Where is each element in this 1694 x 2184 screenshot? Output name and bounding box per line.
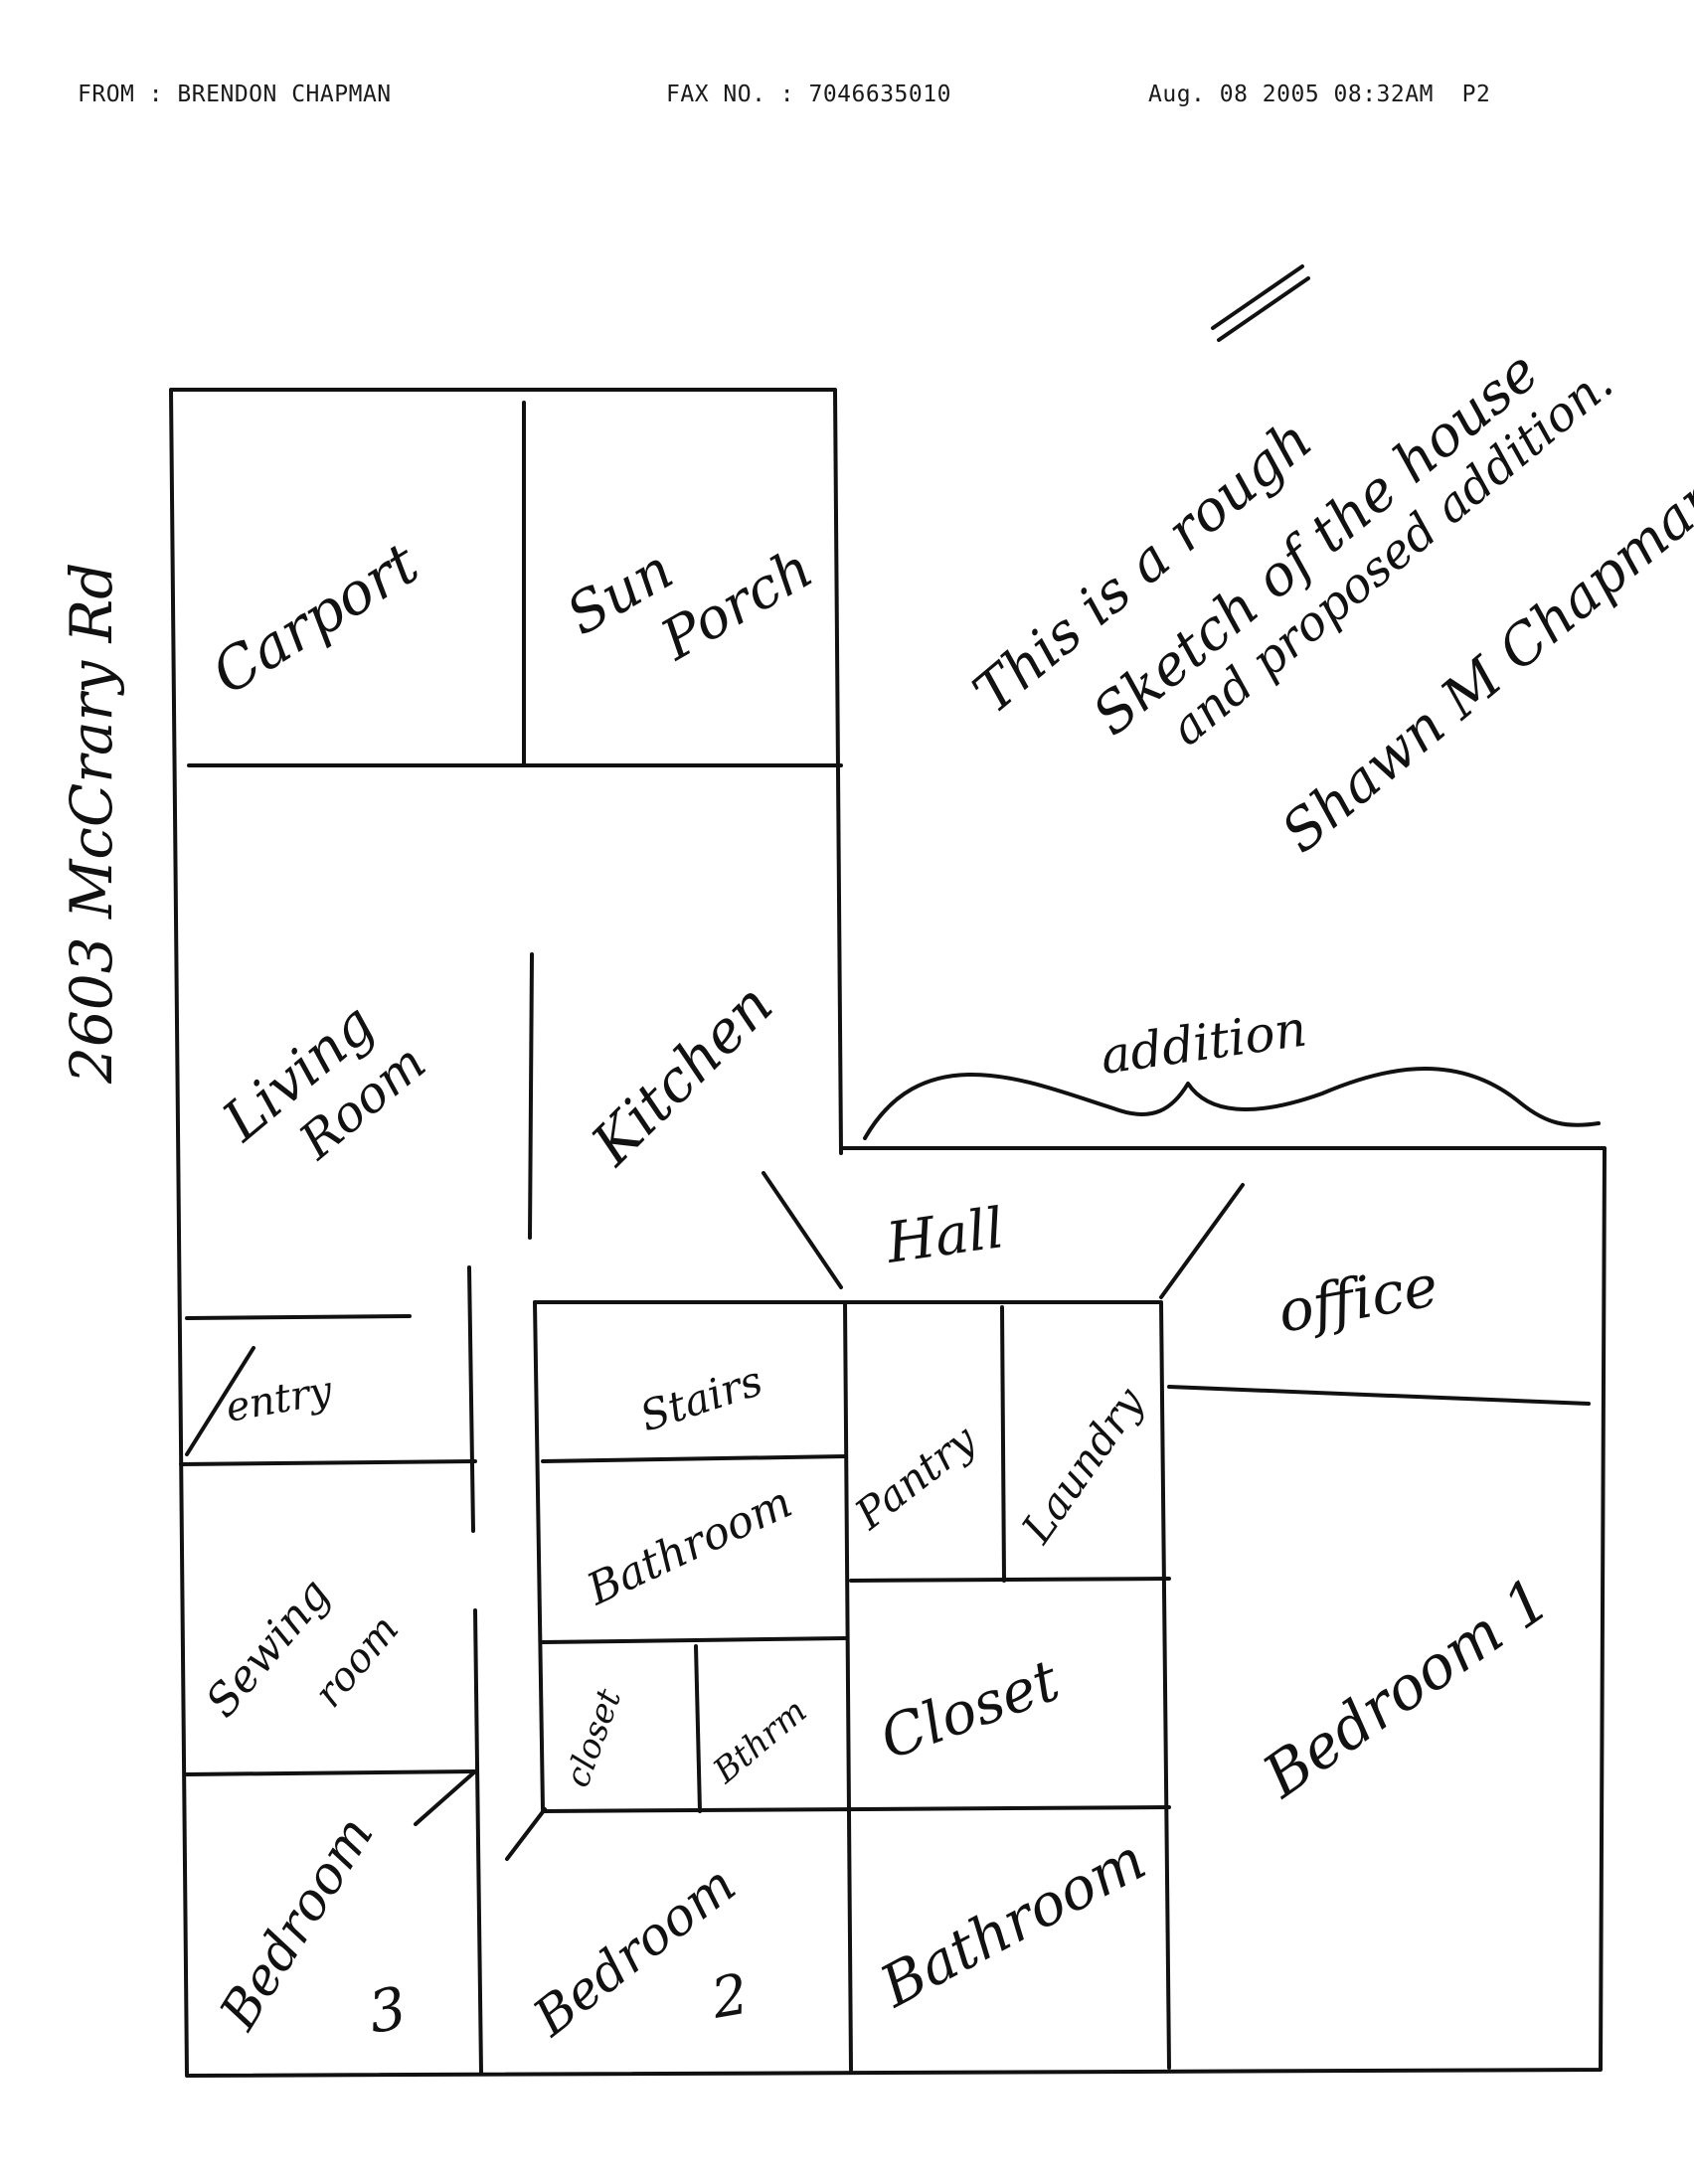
room-carport: Carport [200, 529, 429, 708]
fax-date: Aug. 08 2005 08:32AM P2 [1148, 82, 1491, 107]
wall-bedroom3-arrow [414, 1769, 477, 1826]
wall-entry-bottom [179, 1459, 477, 1466]
note-line-3: and proposed addition. [1160, 355, 1623, 756]
wall-stairs-left [533, 1300, 545, 1811]
room-entry: entry [223, 1368, 337, 1431]
room-bthrm: Bthrm [705, 1691, 814, 1791]
room-closet-small: closet [558, 1684, 629, 1792]
room-hall: Hall [882, 1196, 1008, 1276]
room-bedroom-2-line2: 2 [706, 1962, 753, 2032]
fax-header: FROM : BRENDON CHAPMAN FAX NO. : 7046635… [0, 82, 1694, 121]
wall-stairs-bottom [541, 1454, 847, 1463]
wall-outline [169, 388, 1607, 2078]
room-kitchen: Kitchen [578, 971, 785, 1179]
fax-number: FAX NO. : 7046635010 [666, 82, 951, 107]
room-bedroom-3-line2: 3 [364, 1973, 412, 2046]
wall-bedroom2-diag [505, 1807, 547, 1861]
wall-sewing-bottom [185, 1769, 477, 1776]
room-closet-large: Closet [872, 1646, 1069, 1772]
wall-closet-bottom [541, 1805, 1171, 1813]
wall-central-block [533, 1300, 1171, 2070]
room-bathroom-lower: Bathroom [869, 1825, 1156, 2021]
wall-entry-top [185, 1314, 412, 1320]
addition-bracket [863, 1067, 1601, 1140]
room-bedroom-3-line1: Bedroom [209, 1806, 386, 2040]
addition-label: addition [1098, 999, 1310, 1085]
room-pantry: Pantry [845, 1415, 986, 1540]
room-laundry: Laundry [1011, 1378, 1153, 1553]
room-stairs: Stairs [634, 1356, 768, 1440]
address-label: 2603 McCrary Rd [58, 563, 125, 1085]
wall-closet-div [694, 1644, 702, 1813]
room-bedroom-1: Bedroom 1 [1251, 1565, 1563, 1812]
room-bathroom-upper: Bathroom [579, 1477, 799, 1616]
wall-office-bottom [1167, 1385, 1591, 1406]
room-sun-porch-line2: Porch [650, 536, 824, 673]
rough-underline [1211, 264, 1310, 342]
wall-hall-diag-right [1159, 1183, 1245, 1299]
wall-bath-bottom [541, 1636, 847, 1644]
wall-living-kitchen [528, 952, 534, 1240]
room-bedroom-2-line1: Bedroom [522, 1855, 747, 2049]
floor-plan-walls [169, 264, 1607, 2078]
wall-pantry-laundry [1000, 1305, 1006, 1583]
fax-from: FROM : BRENDON CHAPMAN [78, 82, 392, 107]
room-sewing-line1: Sewing [196, 1569, 340, 1727]
wall-hallway [467, 1265, 483, 2075]
wall-entry-diag [185, 1346, 255, 1456]
wall-hall-diag-left [762, 1171, 843, 1289]
room-office: office [1273, 1252, 1443, 1346]
wall-central-div [843, 1300, 853, 2072]
wall-laundry-bottom [849, 1577, 1171, 1583]
